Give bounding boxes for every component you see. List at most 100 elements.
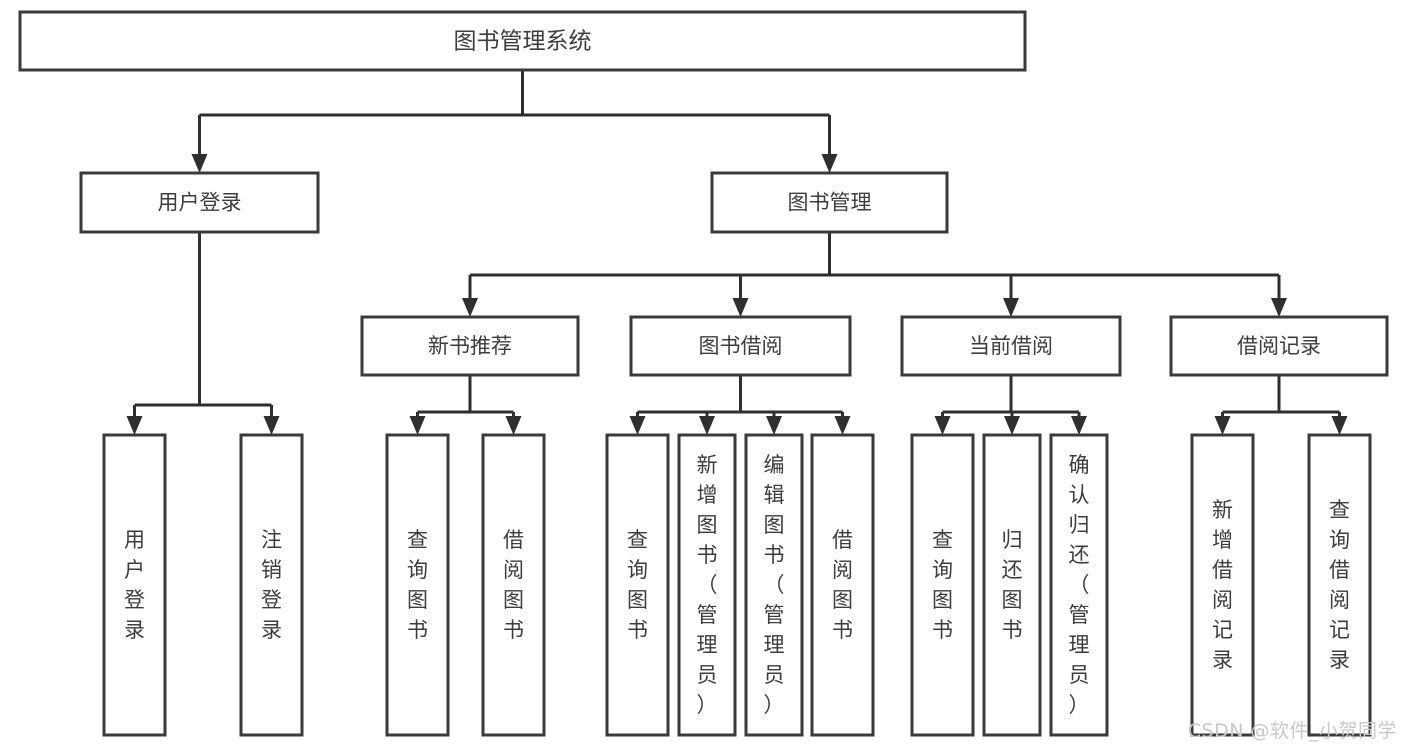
node-label-char: 增 — [697, 483, 718, 507]
node-label-char: 书 — [627, 618, 648, 642]
node-leaf-user-login[interactable]: 用户登录 — [102, 433, 167, 737]
arrow-head — [462, 298, 478, 317]
arrow-head — [699, 416, 715, 435]
node-label-char: 理 — [1069, 633, 1090, 657]
node-label-char: 图 — [627, 588, 648, 612]
watermark-label: CSDN @软件_小贺同学 — [1187, 720, 1397, 742]
node-label-char: 询 — [407, 558, 428, 582]
node-label-char: （ — [697, 573, 718, 597]
arrow-head — [1271, 298, 1287, 317]
node-label-char: 书 — [1002, 618, 1023, 642]
node-label-char: 书 — [503, 618, 524, 642]
node-label: 新书推荐 — [428, 334, 512, 358]
node-box[interactable] — [629, 315, 852, 377]
arrow-head — [505, 416, 522, 435]
arrow-head — [126, 416, 143, 435]
node-book-borrow[interactable]: 图书借阅 — [629, 315, 852, 377]
arrow-head — [834, 416, 851, 435]
node-label-char: 管 — [1069, 603, 1090, 627]
node-new-book-recommend[interactable]: 新书推荐 — [360, 315, 580, 377]
node-label-char: 图 — [832, 588, 853, 612]
node-label-char: 查 — [1329, 498, 1350, 522]
node-label-char: 用 — [124, 528, 145, 552]
node-label-char: 销 — [261, 558, 282, 582]
node-label-char: ） — [1069, 693, 1090, 717]
node-label-char: 新 — [697, 453, 718, 477]
node-label-char: 图 — [1002, 588, 1023, 612]
node-label-char: 录 — [261, 618, 282, 642]
node-box[interactable] — [1169, 315, 1389, 377]
node-box[interactable] — [79, 171, 320, 234]
node-box[interactable] — [385, 433, 450, 737]
node-book-management[interactable]: 图书管理 — [710, 171, 949, 234]
node-box[interactable] — [677, 433, 737, 737]
node-box[interactable] — [710, 171, 949, 234]
node-label-char: ） — [697, 693, 718, 717]
node-label-char: 记 — [1212, 618, 1233, 642]
arrow-head — [766, 416, 782, 435]
node-label-char: 阅 — [1329, 588, 1350, 612]
node-box[interactable] — [360, 315, 580, 377]
node-label-char: 户 — [124, 558, 145, 582]
node-label-char: 辑 — [764, 483, 785, 507]
node-label-char: 注 — [261, 528, 282, 552]
node-label-char: 录 — [1212, 648, 1233, 672]
node-label-char: 询 — [627, 558, 648, 582]
node-label-char: 询 — [1329, 528, 1350, 552]
node-root[interactable]: 图书管理系统 — [18, 10, 1027, 72]
node-box[interactable] — [810, 433, 875, 737]
node-layer: 图书管理系统用户登录图书管理新书推荐图书借阅当前借阅借阅记录用户登录注销登录查询… — [18, 10, 1389, 737]
node-box[interactable] — [900, 315, 1122, 377]
node-label-char: 记 — [1329, 618, 1350, 642]
node-user-login[interactable]: 用户登录 — [79, 171, 320, 234]
node-label-char: 登 — [124, 588, 145, 612]
node-box[interactable] — [982, 433, 1042, 737]
arrow-head — [821, 154, 838, 173]
node-label: 用户登录 — [158, 191, 242, 215]
node-label-char: 图 — [764, 513, 785, 537]
node-box[interactable] — [1307, 433, 1372, 737]
arrow-head — [934, 416, 951, 435]
node-label-char: 归 — [1002, 528, 1023, 552]
node-box[interactable] — [1190, 433, 1255, 737]
node-label-char: 确 — [1069, 453, 1090, 477]
node-box[interactable] — [102, 433, 167, 737]
node-borrow-records[interactable]: 借阅记录 — [1169, 315, 1389, 377]
node-label-char: 借 — [1329, 558, 1350, 582]
node-box[interactable] — [605, 433, 670, 737]
node-label-char: 录 — [124, 618, 145, 642]
node-box[interactable] — [910, 433, 975, 737]
node-label-char: 新 — [1212, 498, 1233, 522]
node-label-char: 图 — [407, 588, 428, 612]
arrow-head — [1331, 416, 1348, 435]
node-label-char: 管 — [764, 603, 785, 627]
node-box[interactable] — [744, 433, 804, 737]
node-box[interactable] — [18, 10, 1027, 72]
node-label-char: 管 — [697, 603, 718, 627]
node-label-char: 书 — [932, 618, 953, 642]
node-box[interactable] — [1049, 433, 1109, 737]
node-label-char: 认 — [1069, 483, 1090, 507]
node-label-char: 阅 — [503, 558, 524, 582]
node-label-char: 员 — [697, 663, 718, 687]
node-label-char: 书 — [697, 543, 718, 567]
node-label-char: 查 — [407, 528, 428, 552]
node-label-char: 书 — [764, 543, 785, 567]
node-current-borrow[interactable]: 当前借阅 — [900, 315, 1122, 377]
node-box[interactable] — [239, 433, 304, 737]
connector-layer — [126, 70, 1348, 435]
node-box[interactable] — [481, 433, 546, 737]
